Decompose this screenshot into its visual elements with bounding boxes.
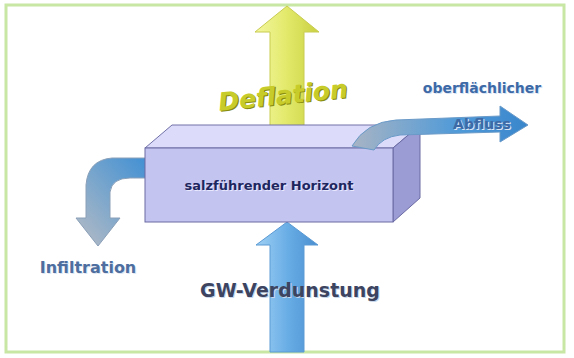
- infiltration-arrow: [76, 158, 150, 246]
- frame: [6, 5, 564, 352]
- box-label: salzführender Horizont: [185, 178, 354, 193]
- flow-label: oberflächlicher Abfluss: [407, 70, 557, 142]
- flow-label: Infiltration: [18, 258, 158, 277]
- box-front: [145, 148, 393, 222]
- box-side: [393, 125, 420, 222]
- flow-label: GW-Verdunstung: [190, 279, 390, 302]
- horizon-box: salzführender Horizont: [145, 148, 393, 222]
- deflation-arrow: [255, 6, 319, 132]
